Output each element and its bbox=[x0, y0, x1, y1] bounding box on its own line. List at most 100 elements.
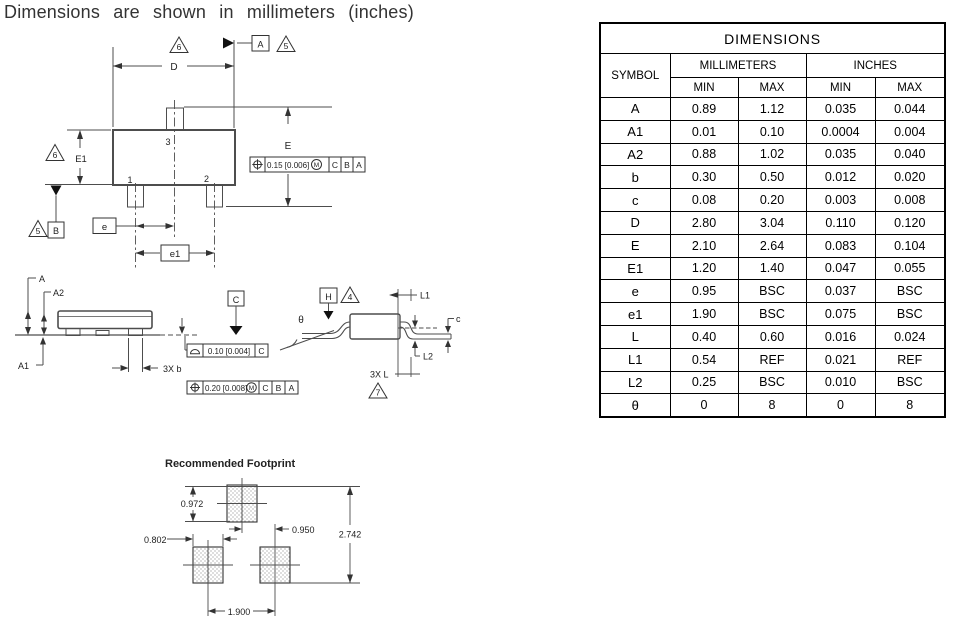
fcf-position-b: 0.20 [0.008] M C B A bbox=[186, 380, 299, 395]
footprint-title: Recommended Footprint bbox=[165, 458, 296, 470]
dim-pad-height: 0.972 bbox=[181, 486, 360, 522]
dim-cell-L1-in-min: 0.021 bbox=[805, 347, 876, 372]
dim-cell-L-sym: L bbox=[599, 324, 671, 349]
dim-cell-θ-in-max: 8 bbox=[874, 393, 946, 418]
fcf-pos-ref-b: B bbox=[276, 383, 282, 393]
dim-cell-A2-in-max: 0.040 bbox=[874, 142, 946, 167]
mmc-m: M bbox=[314, 162, 319, 169]
pin-3 bbox=[166, 107, 184, 131]
lead-detail-view: H 4 θ bbox=[279, 286, 461, 399]
col-header-in-max: MAX bbox=[874, 77, 946, 98]
col-group-millimeters: MILLIMETERS bbox=[669, 53, 807, 78]
dim-cell-c-sym: c bbox=[599, 188, 671, 212]
note-4-flag: 4 bbox=[340, 286, 360, 303]
dim-cell-c-in-max: 0.008 bbox=[874, 188, 946, 212]
dim-cell-L1-sym: L1 bbox=[599, 347, 671, 372]
dim-A1-label: A1 bbox=[18, 361, 29, 371]
package-drawings: D 6 A 5 bbox=[15, 35, 461, 617]
dim-pitch-x-label: 0.950 bbox=[292, 525, 315, 535]
dim-A1: A1 bbox=[18, 337, 46, 371]
dim-D-label: D bbox=[170, 62, 177, 73]
note-6-label: 6 bbox=[177, 42, 182, 52]
dim-cell-A2-in-min: 0.035 bbox=[805, 142, 876, 167]
dim-E-label: E bbox=[285, 141, 292, 152]
dim-cell-E1-in-max: 0.055 bbox=[874, 256, 946, 281]
note-6-label-left: 6 bbox=[53, 150, 58, 160]
dim-A-label: A bbox=[39, 274, 45, 284]
dim-cell-e1-sym: e1 bbox=[599, 302, 671, 326]
dim-cell-D-mm-min: 2.80 bbox=[669, 210, 739, 235]
dimensions-table: DIMENSIONS SYMBOL MILLIMETERS INCHES MIN… bbox=[599, 22, 947, 419]
dim-cell-D-mm-max: 3.04 bbox=[737, 210, 807, 235]
note-5-label: 5 bbox=[284, 41, 289, 51]
dim-cell-L-in-max: 0.024 bbox=[874, 324, 946, 349]
datum-h-flag: H bbox=[319, 287, 338, 320]
profile-symbol-icon bbox=[189, 349, 201, 355]
pin-1-number: 1 bbox=[127, 175, 132, 185]
dim-L-label: 3X L bbox=[370, 370, 389, 380]
fcf-flat-tolerance: 0.10 [0.004] bbox=[208, 347, 250, 356]
dim-cell-E-mm-max: 2.64 bbox=[737, 233, 807, 258]
note-7-flag: 7 bbox=[368, 382, 388, 399]
dim-cell-c-mm-min: 0.08 bbox=[669, 188, 739, 212]
dim-span-label: 1.900 bbox=[228, 607, 251, 617]
dim-E1-label: E1 bbox=[75, 154, 87, 165]
dim-cell-e1-in-min: 0.075 bbox=[805, 302, 876, 326]
dim-cell-L1-mm-max: REF bbox=[737, 347, 807, 372]
datum-b-flag: B bbox=[47, 185, 65, 239]
note-5-flag-top: 5 bbox=[276, 35, 296, 52]
table-title: DIMENSIONS bbox=[599, 22, 946, 54]
fcf-position-e: 0.15 [0.006] M C B A bbox=[249, 156, 366, 173]
package-body-detail bbox=[349, 313, 401, 340]
dim-pad-width-label: 0.802 bbox=[144, 535, 167, 545]
dim-cell-D-in-min: 0.110 bbox=[805, 210, 876, 235]
position-symbol-icon bbox=[190, 382, 200, 393]
dim-cell-A2-mm-max: 1.02 bbox=[737, 142, 807, 167]
dim-theta: θ bbox=[279, 315, 335, 351]
dim-cell-A2-mm-min: 0.88 bbox=[669, 142, 739, 167]
dim-E: E bbox=[184, 106, 332, 207]
dim-cell-e1-mm-min: 1.90 bbox=[669, 302, 739, 326]
col-header-in-min: MIN bbox=[805, 77, 876, 98]
lead-left bbox=[65, 328, 81, 336]
dim-cell-L2-sym: L2 bbox=[599, 370, 671, 395]
fcf-flatness: 0.10 [0.004] C bbox=[186, 343, 269, 358]
dim-b: 3X b bbox=[112, 338, 182, 374]
position-symbol-icon bbox=[252, 159, 263, 170]
datum-h-label: H bbox=[325, 292, 332, 302]
dim-cell-A1-in-max: 0.004 bbox=[874, 119, 946, 144]
pin-3-number: 3 bbox=[165, 137, 170, 147]
dim-cell-b-sym: b bbox=[599, 165, 671, 190]
dim-cell-b-mm-max: 0.50 bbox=[737, 165, 807, 190]
recommended-footprint: Recommended Footprint 0.972 bbox=[144, 458, 361, 617]
dim-cell-e-mm-max: BSC bbox=[737, 279, 807, 304]
dim-cell-e-mm-min: 0.95 bbox=[669, 279, 739, 304]
lead-center bbox=[95, 330, 110, 336]
dim-pad-height-label: 0.972 bbox=[181, 499, 204, 509]
fcf-pos-ref-a: A bbox=[289, 383, 295, 393]
dim-cell-L1-mm-min: 0.54 bbox=[669, 347, 739, 372]
note-6-flag-top: 6 bbox=[169, 36, 189, 53]
col-header-mm-max: MAX bbox=[737, 77, 807, 98]
dim-cell-L2-mm-min: 0.25 bbox=[669, 370, 739, 395]
fcf-pos-ref-c: C bbox=[262, 383, 268, 393]
dim-cell-A1-mm-max: 0.10 bbox=[737, 119, 807, 144]
fcf-flat-ref-c: C bbox=[258, 346, 264, 356]
dim-cell-E1-mm-max: 1.40 bbox=[737, 256, 807, 281]
dim-cell-e1-mm-max: BSC bbox=[737, 302, 807, 326]
dim-overall-height: 2.742 bbox=[290, 486, 361, 584]
dim-cell-b-in-min: 0.012 bbox=[805, 165, 876, 190]
dim-cell-L-in-min: 0.016 bbox=[805, 324, 876, 349]
arrow bbox=[225, 63, 234, 69]
top-view: D 6 A 5 bbox=[28, 35, 366, 268]
